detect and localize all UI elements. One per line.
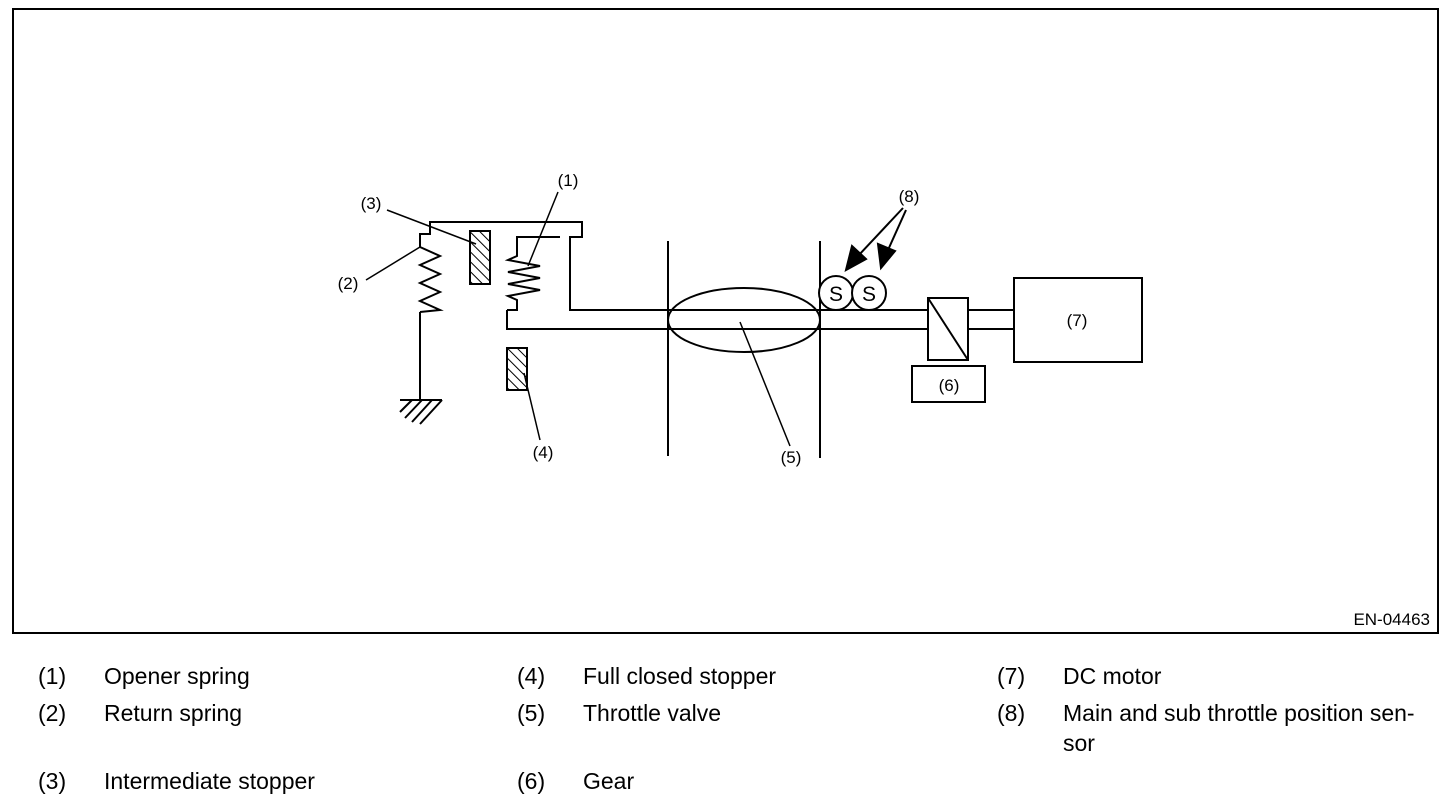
legend-num: (1) (38, 663, 67, 689)
figure-id: EN-04463 (1353, 610, 1430, 629)
figure-frame (12, 8, 1439, 634)
callout-5: (5) (781, 448, 802, 467)
legend-num: (5) (517, 700, 546, 726)
sensor-label-main: S (829, 283, 843, 306)
legend-num: (3) (38, 768, 67, 794)
sensor-label-sub: S (862, 283, 876, 306)
legend-num: (7) (997, 663, 1026, 689)
callout-6: (6) (939, 376, 960, 395)
intermediate-stopper (469, 230, 491, 285)
legend-text: Throttle valve (583, 700, 722, 726)
callout-3: (3) (361, 194, 382, 213)
callout-7: (7) (1067, 311, 1088, 330)
legend-text: Intermediate stopper (104, 768, 315, 794)
legend-text: Main and sub throttle position sen- sor (1063, 700, 1415, 756)
leader-lines (365, 191, 791, 447)
legend-num: (4) (517, 663, 546, 689)
ground-symbol (399, 312, 443, 425)
callout-4: (4) (533, 443, 554, 462)
gear-coupling-diagonal (927, 297, 969, 361)
legend-text: DC motor (1063, 663, 1162, 689)
legend-text: Gear (583, 768, 635, 794)
callout-8: (8) (899, 187, 920, 206)
opener-spring (504, 236, 560, 311)
lever-arm (429, 221, 668, 311)
legend-num: (8) (997, 700, 1026, 726)
legend-text: Return spring (104, 700, 243, 726)
callout-1: (1) (558, 171, 579, 190)
shaft-left (506, 310, 668, 330)
sub-throttle-sensor (851, 275, 887, 311)
legend-text: Full closed stopper (583, 663, 777, 689)
legend-num: (6) (517, 768, 546, 794)
gear-box (911, 365, 986, 403)
callout-2: (2) (338, 274, 359, 293)
legend-num: (2) (38, 700, 67, 726)
full-closed-stopper (506, 347, 528, 391)
return-spring (417, 222, 444, 313)
legend-text: Opener spring (104, 663, 250, 689)
sensor-arrows (844, 207, 907, 272)
dc-motor (1013, 277, 1143, 363)
throttle-valve (667, 287, 821, 353)
